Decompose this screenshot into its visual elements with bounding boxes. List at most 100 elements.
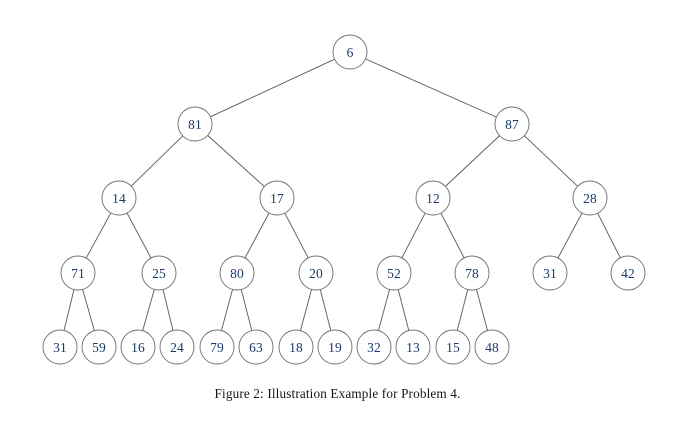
tree-edge: [221, 289, 233, 331]
tree-node-circle: [101, 180, 137, 216]
tree-node-circle: [415, 180, 451, 216]
tree-edge-layer: [63, 58, 621, 331]
tree-node-circle: [454, 255, 490, 291]
tree-node[interactable]: 16: [120, 329, 156, 365]
tree-edge: [240, 289, 253, 331]
tree-edge: [142, 289, 155, 331]
tree-node-label: 18: [289, 340, 303, 355]
tree-node-label: 32: [367, 340, 381, 355]
tree-edge: [524, 135, 578, 187]
tree-node-circle: [610, 255, 646, 291]
tree-edge: [244, 212, 270, 259]
figure-caption: Figure 2: Illustration Example for Probl…: [214, 386, 461, 401]
tree-node[interactable]: 31: [532, 255, 568, 291]
tree-node-label: 28: [583, 191, 597, 206]
tree-node-circle: [177, 106, 213, 142]
tree-node[interactable]: 48: [474, 329, 510, 365]
tree-node[interactable]: 14: [101, 180, 137, 216]
tree-node[interactable]: 81: [177, 106, 213, 142]
tree-node-label: 81: [188, 117, 202, 132]
tree-node[interactable]: 59: [81, 329, 117, 365]
tree-node[interactable]: 79: [199, 329, 235, 365]
tree-node-label: 20: [309, 266, 323, 281]
tree-node[interactable]: 31: [42, 329, 78, 365]
tree-node[interactable]: 20: [298, 255, 334, 291]
tree-edge: [284, 212, 309, 259]
tree-edge: [476, 289, 488, 331]
tree-node[interactable]: 13: [395, 329, 431, 365]
tree-node-circle: [159, 329, 195, 365]
tree-node-label: 42: [621, 266, 635, 281]
tree-node-circle: [532, 255, 568, 291]
tree-node[interactable]: 71: [60, 255, 96, 291]
tree-node[interactable]: 78: [454, 255, 490, 291]
tree-node-circle: [332, 34, 368, 70]
tree-node-circle: [356, 329, 392, 365]
tree-edge: [162, 289, 174, 331]
tree-node-circle: [141, 255, 177, 291]
tree-node-label: 12: [426, 191, 440, 206]
tree-node-label: 17: [270, 191, 284, 206]
tree-node[interactable]: 24: [159, 329, 195, 365]
tree-node-circle: [259, 180, 295, 216]
tree-node-circle: [435, 329, 471, 365]
tree-node-circle: [120, 329, 156, 365]
tree-node[interactable]: 42: [610, 255, 646, 291]
tree-node[interactable]: 19: [317, 329, 353, 365]
tree-node[interactable]: 18: [278, 329, 314, 365]
tree-node-circle: [81, 329, 117, 365]
tree-node[interactable]: 28: [572, 180, 608, 216]
tree-edge: [85, 212, 112, 259]
tree-node-circle: [60, 255, 96, 291]
tree-node-label: 14: [112, 191, 126, 206]
tree-node-label: 48: [485, 340, 499, 355]
tree-node-label: 6: [347, 45, 354, 60]
tree-node[interactable]: 52: [376, 255, 412, 291]
tree-edge: [63, 289, 75, 331]
tree-node-circle: [317, 329, 353, 365]
tree-node-circle: [395, 329, 431, 365]
tree-edge: [440, 212, 465, 259]
tree-node-circle: [298, 255, 334, 291]
tree-node[interactable]: 15: [435, 329, 471, 365]
tree-node[interactable]: 25: [141, 255, 177, 291]
tree-node-label: 63: [249, 340, 263, 355]
tree-node[interactable]: 63: [238, 329, 274, 365]
tree-node-label: 80: [230, 266, 244, 281]
tree-node-circle: [494, 106, 530, 142]
tree-node-circle: [219, 255, 255, 291]
tree-edge: [456, 289, 469, 331]
tree-node[interactable]: 87: [494, 106, 530, 142]
tree-node-label: 78: [465, 266, 479, 281]
tree-node[interactable]: 32: [356, 329, 392, 365]
tree-node-label: 25: [152, 266, 166, 281]
tree-edge: [319, 289, 332, 331]
tree-node-layer: 6 81 87 14 17 12 28 71 25 80 20 52 78 31 42 31 59 16 24 79 6…: [42, 34, 646, 365]
tree-edge: [365, 58, 497, 118]
tree-edge: [207, 135, 265, 187]
tree-node[interactable]: 6: [332, 34, 368, 70]
tree-node[interactable]: 12: [415, 180, 451, 216]
tree-edge: [378, 289, 390, 331]
tree-node-label: 71: [71, 266, 85, 281]
tree-node-label: 19: [328, 340, 342, 355]
tree-node-label: 13: [406, 340, 420, 355]
tree-node-label: 31: [543, 266, 557, 281]
tree-node-circle: [238, 329, 274, 365]
tree-node[interactable]: 17: [259, 180, 295, 216]
tree-node-circle: [474, 329, 510, 365]
tree-edge: [397, 289, 410, 331]
tree-node-circle: [42, 329, 78, 365]
tree-node-label: 79: [210, 340, 224, 355]
tree-node-label: 52: [387, 266, 401, 281]
tree-node-label: 59: [92, 340, 106, 355]
tree-edge: [557, 212, 583, 259]
tree-node[interactable]: 80: [219, 255, 255, 291]
tree-node-circle: [376, 255, 412, 291]
tree-node-label: 16: [131, 340, 145, 355]
tree-edge: [401, 212, 426, 259]
tree-edge: [82, 289, 95, 331]
tree-node-label: 31: [53, 340, 67, 355]
